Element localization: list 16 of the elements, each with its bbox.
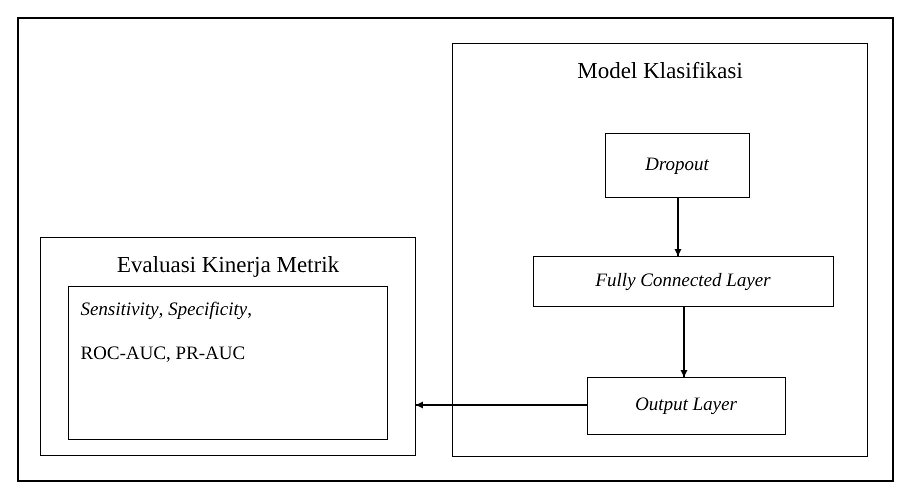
step-label: Dropout (645, 152, 709, 177)
group-box (452, 43, 868, 457)
process-box (586, 376, 786, 434)
group-box (40, 237, 416, 456)
arrow (416, 402, 587, 408)
metric-text: Sensitivity, Specificity, (80, 298, 252, 322)
arrow (674, 198, 682, 256)
process-box (604, 132, 750, 198)
content-box (68, 286, 388, 440)
metric-text: ROC-AUC, PR-AUC (80, 342, 246, 366)
step-label: Fully Connected Layer (595, 268, 771, 293)
process-box (532, 256, 834, 306)
group-title: Evaluasi Kinerja Metrik (116, 251, 340, 279)
arrow (680, 307, 688, 377)
step-label: Output Layer (635, 393, 737, 418)
group-title: Model Klasifikasi (576, 57, 744, 85)
